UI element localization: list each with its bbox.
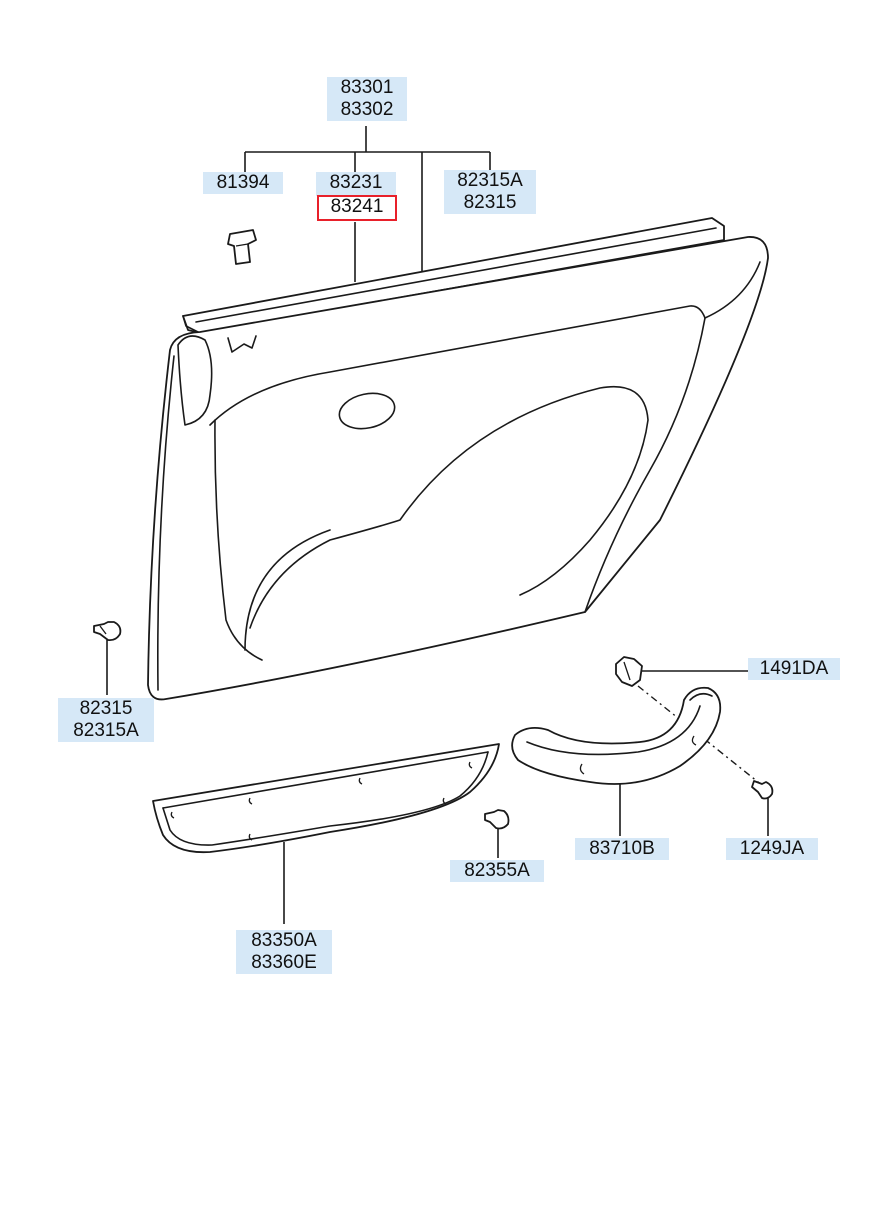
label-trim-panel-assy[interactable]: 83301 83302 [327, 77, 407, 121]
label-clip-upper[interactable]: 82315A 82315 [444, 170, 536, 214]
label-screw-1491[interactable]: 1491DA [748, 658, 840, 680]
part-number-83231: 83231 [329, 172, 383, 193]
part-number-82315a-upper: 82315A [457, 170, 523, 191]
map-pocket-part [152, 743, 500, 854]
clip-81394-part [227, 229, 257, 265]
clip-82315-part [93, 621, 122, 642]
part-number-83302: 83302 [340, 99, 394, 120]
label-panel-pad-selected[interactable]: 83241 [317, 195, 397, 221]
part-number-82315a-lower: 82315A [73, 720, 139, 741]
screw-1249ja-part [751, 780, 774, 800]
label-clip-81394[interactable]: 81394 [203, 172, 283, 194]
door-trim-panel [147, 236, 769, 701]
screw-1491da-part [615, 656, 643, 687]
part-number-1491da: 1491DA [759, 658, 829, 679]
part-number-83350a: 83350A [251, 930, 317, 951]
label-panel-pad[interactable]: 83231 [316, 172, 396, 196]
label-clip-82355[interactable]: 82355A [450, 860, 544, 882]
part-number-83241: 83241 [330, 196, 384, 217]
part-number-83710b: 83710B [589, 838, 655, 859]
part-number-82355a: 82355A [464, 860, 530, 881]
part-number-82315-upper: 82315 [463, 192, 517, 213]
part-number-83301: 83301 [340, 77, 394, 98]
grip-handle-part [511, 686, 722, 785]
clip-82355a-part [484, 809, 510, 830]
part-number-82315-lower: 82315 [79, 698, 133, 719]
part-number-81394: 81394 [216, 172, 270, 193]
label-clip-lower[interactable]: 82315 82315A [58, 698, 154, 742]
upper-weatherstrip [182, 217, 725, 334]
leader-lines [106, 126, 769, 924]
label-pocket[interactable]: 83350A 83360E [236, 930, 332, 974]
part-number-1249ja: 1249JA [739, 838, 805, 859]
label-grip-handle[interactable]: 83710B [575, 838, 669, 860]
part-number-83360e: 83360E [251, 952, 317, 973]
label-screw-1249[interactable]: 1249JA [726, 838, 818, 860]
